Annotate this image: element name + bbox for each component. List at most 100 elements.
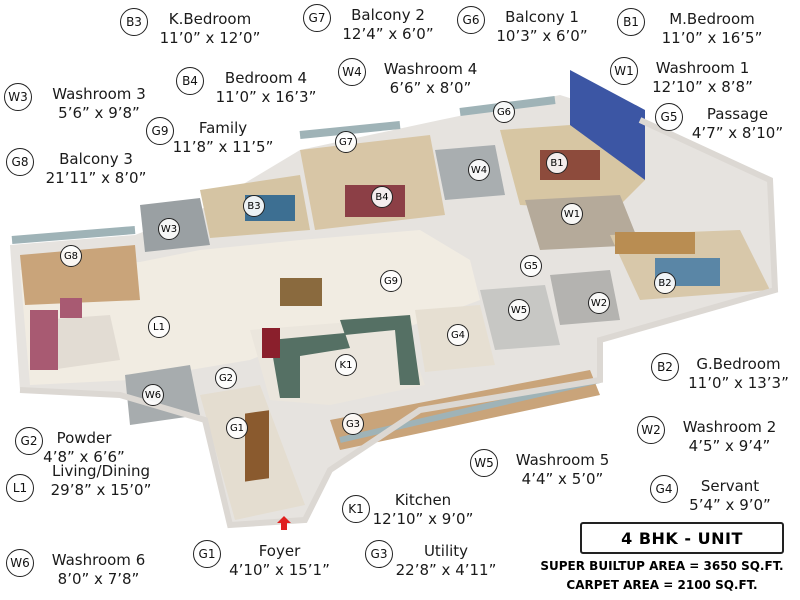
- room-dimensions: 11’0” x 16’3”: [215, 88, 317, 106]
- carpet-area: CARPET AREA = 2100 SQ.FT.: [566, 578, 758, 592]
- balcony2-railing: [299, 121, 401, 139]
- entry-marker-icon: [277, 516, 291, 530]
- pin-b2: B2: [654, 272, 676, 294]
- kitchen-counter: [270, 333, 350, 398]
- room-dimensions: 12’10” x 9’0”: [372, 510, 474, 528]
- legend-badge: W4: [338, 58, 366, 86]
- room-name: Balcony 3: [59, 150, 133, 168]
- room-dimensions: 5’6” x 9’8”: [58, 104, 140, 122]
- washroom2-floor: [550, 270, 620, 325]
- pin-g2: G2: [215, 367, 237, 389]
- legend-badge: W2: [637, 416, 665, 444]
- pin-w1: W1: [561, 203, 583, 225]
- room-dimensions: 6’6” x 8’0”: [389, 79, 472, 97]
- room-name: M.Bedroom: [669, 10, 755, 28]
- room-dimensions: 4’7” x 8’10”: [691, 124, 784, 142]
- room-name: Foyer: [258, 542, 301, 560]
- room-dimensions: 4’10” x 15’1”: [229, 561, 330, 579]
- pin-g4: G4: [447, 324, 469, 346]
- dining-table: [280, 278, 322, 306]
- legend-badge: G6: [457, 6, 485, 34]
- legend-badge: W5: [470, 449, 498, 477]
- room-dimensions: 11’8” x 11’5”: [172, 138, 274, 156]
- pin-l1: L1: [148, 316, 170, 338]
- room-dimensions: 10’3” x 6’0”: [496, 27, 588, 45]
- room-name: Passage: [706, 105, 769, 123]
- pin-b4: B4: [371, 186, 393, 208]
- room-name: Living/Dining: [51, 462, 151, 480]
- room-dimensions: 5’4” x 9’0”: [689, 496, 771, 514]
- legend-badge: G2: [15, 427, 43, 455]
- fridge: [262, 328, 280, 358]
- room-name: G.Bedroom: [696, 355, 781, 373]
- room-name: Utility: [423, 542, 469, 560]
- room-dimensions: 29’8” x 15’0”: [50, 481, 152, 499]
- living-rug: [40, 315, 120, 370]
- room-dimensions: 11’0” x 12’0”: [159, 29, 261, 47]
- unit-title: 4 BHK - UNIT: [621, 528, 743, 548]
- legend-badge: G9: [146, 117, 174, 145]
- legend-badge: G7: [303, 4, 331, 32]
- pin-w4: W4: [468, 159, 490, 181]
- bedroom4-floor: [300, 135, 445, 230]
- room-dimensions: 12’4” x 6’0”: [342, 25, 434, 43]
- room-name: Family: [198, 119, 248, 137]
- room-name: Washroom 1: [655, 59, 750, 77]
- pin-k1: K1: [335, 354, 357, 376]
- legend-badge: B4: [176, 67, 204, 95]
- pin-w3: W3: [158, 218, 180, 240]
- room-name: Washroom 3: [52, 85, 146, 103]
- pin-w2: W2: [588, 292, 610, 314]
- legend-badge: B1: [617, 8, 645, 36]
- outer-wall: [19, 117, 779, 529]
- room-dimensions: 4’4” x 5’0”: [521, 470, 604, 488]
- room-dimensions: 11’0” x 16’5”: [661, 29, 763, 47]
- sofa: [30, 310, 58, 370]
- room-name: Powder: [56, 429, 112, 447]
- room-dimensions: 22’8” x 4’11”: [395, 561, 497, 579]
- pin-w5: W5: [508, 299, 530, 321]
- legend-badge: G8: [6, 148, 34, 176]
- balcony3-railing: [11, 226, 136, 244]
- legend-badge: G5: [655, 103, 683, 131]
- legend-badge: B2: [651, 353, 679, 381]
- balcony3-floor: [20, 245, 140, 305]
- room-name: Washroom 5: [515, 451, 610, 469]
- pin-b3: B3: [243, 195, 265, 217]
- pin-g7: G7: [335, 131, 357, 153]
- pin-g8: G8: [60, 245, 82, 267]
- room-dimensions: 21’11” x 8’0”: [45, 169, 147, 187]
- super-builtup-area: SUPER BUILTUP AREA = 3650 SQ.FT.: [540, 559, 784, 573]
- room-name: Balcony 2: [351, 6, 425, 24]
- legend-badge: B3: [120, 8, 148, 36]
- unit-title-box: 4 BHK - UNIT: [580, 522, 784, 554]
- room-name: Balcony 1: [505, 8, 579, 26]
- room-name: Bedroom 4: [224, 69, 308, 87]
- legend-badge: G3: [365, 540, 393, 568]
- legend-badge: W1: [610, 57, 638, 85]
- room-dimensions: 4’5” x 9’4”: [688, 437, 771, 455]
- legend-badge: G1: [193, 540, 221, 568]
- legend-badge: G4: [650, 475, 678, 503]
- room-dimensions: 4’8” x 6’6”: [43, 448, 125, 466]
- legend-badge: L1: [6, 474, 34, 502]
- room-name: Kitchen: [394, 491, 452, 509]
- foyer-door: [245, 410, 269, 482]
- pin-b1: B1: [546, 152, 568, 174]
- kitchen-counter-2: [340, 315, 420, 385]
- room-name: Washroom 2: [682, 418, 777, 436]
- room-name: K.Bedroom: [168, 10, 252, 28]
- room-name: Washroom 4: [383, 60, 478, 78]
- legend-badge: W3: [4, 83, 32, 111]
- guest-wardrobe: [615, 232, 695, 254]
- armchair: [60, 298, 82, 318]
- pin-g1: G1: [226, 417, 248, 439]
- room-name: Servant: [700, 477, 760, 495]
- pin-w6: W6: [142, 384, 164, 406]
- pin-g3: G3: [342, 413, 364, 435]
- room-dimensions: 12’10” x 8’8”: [652, 78, 753, 96]
- legend-badge: W6: [6, 549, 34, 577]
- room-dimensions: 8’0” x 7’8”: [57, 570, 140, 588]
- legend-badge: K1: [342, 495, 370, 523]
- pin-g5: G5: [520, 255, 542, 277]
